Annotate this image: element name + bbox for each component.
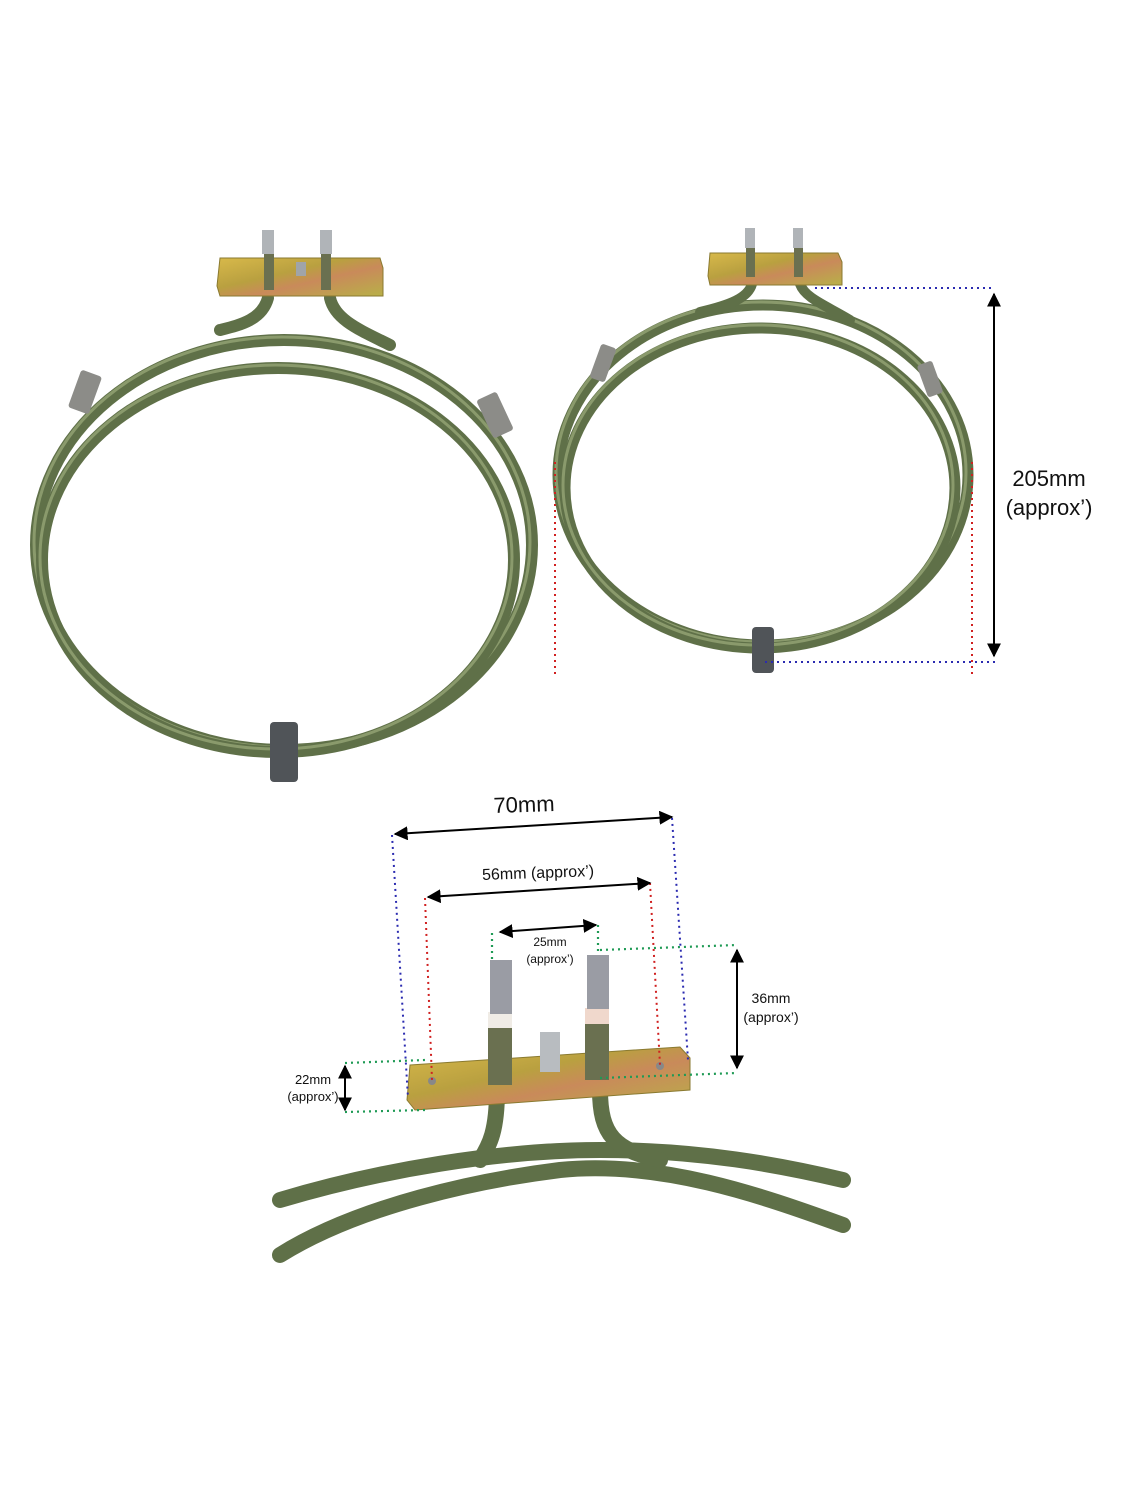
terminal xyxy=(745,228,755,248)
terminal-spacing-note: (approx’) xyxy=(526,952,573,966)
mounting-plate xyxy=(406,1046,691,1111)
terminal xyxy=(587,955,609,1009)
diameter-note: (approx’) xyxy=(1006,495,1093,520)
terminal-spacing-label: 25mm xyxy=(533,935,566,949)
earth-tab xyxy=(540,1032,560,1072)
terminal xyxy=(320,230,332,254)
mounting-plate xyxy=(707,252,843,286)
heater-element-left xyxy=(30,230,538,782)
mounting-plate xyxy=(216,257,384,297)
hole-spacing-arrow xyxy=(426,876,652,904)
terminal xyxy=(490,960,512,1014)
terminal xyxy=(793,228,803,248)
plate-length-arrow xyxy=(393,810,674,841)
plate-width-label: 22mm xyxy=(295,1072,331,1087)
terminal xyxy=(262,230,274,254)
plate-length-label: 70mm xyxy=(493,791,555,818)
plate-width-note: (approx’) xyxy=(287,1089,338,1104)
diameter-label: 205mm xyxy=(1012,466,1085,491)
terminal-height-label: 36mm xyxy=(752,990,791,1006)
terminal-height-note: (approx’) xyxy=(743,1009,798,1025)
clip xyxy=(270,722,298,782)
terminal-closeup: 70mm 56mm (approx’) 25mm (approx’) 36mm … xyxy=(272,791,851,1263)
clip xyxy=(752,627,774,673)
hole-spacing-label: 56mm (approx’) xyxy=(482,863,595,884)
clip xyxy=(477,392,513,438)
heater-element-right: 205mm (approx’) xyxy=(552,228,1093,678)
terminal-spacing-arrow xyxy=(498,918,598,939)
clip xyxy=(917,361,943,397)
clip xyxy=(590,344,616,382)
clip xyxy=(68,370,102,414)
